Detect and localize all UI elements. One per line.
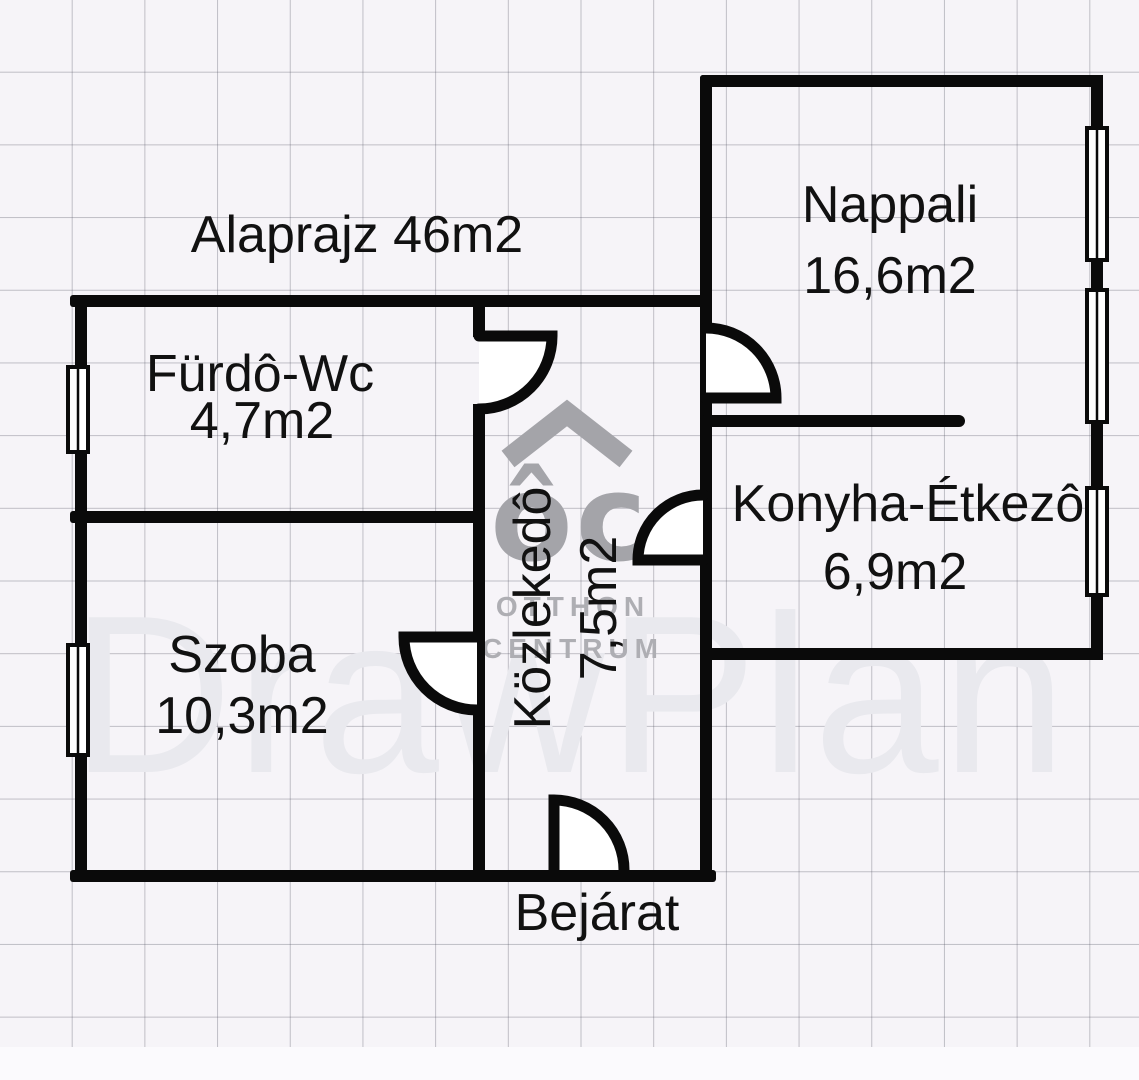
room-label-furdo: Fürdô-Wc — [146, 345, 374, 403]
window-nappali-upper — [1085, 126, 1109, 262]
logo-text-top: OTTHON — [496, 591, 650, 622]
wall-furdo-szoba — [70, 511, 485, 523]
drawplan-watermark: DrawPlan — [70, 568, 1069, 820]
door-bejarat — [548, 794, 630, 876]
door-furdo-swing-icon — [473, 330, 558, 415]
room-area-nappali: 16,6m2 — [803, 247, 976, 305]
doors — [398, 322, 782, 876]
room-area-konyha: 6,9m2 — [823, 543, 968, 601]
wall-right-seg-2 — [1091, 258, 1103, 292]
room-label-nappali: Nappali — [802, 176, 978, 234]
door-furdo-panel — [479, 336, 552, 409]
door-nappali-panel — [706, 328, 776, 398]
wall-corridor-left-upper — [473, 299, 485, 337]
entrance-label: Bejárat — [515, 884, 680, 942]
room-label-kozlekedo-group: Közlekedô 7,5m2 — [504, 487, 628, 730]
door-konyha-swing-icon — [632, 489, 709, 566]
door-konyha — [632, 489, 709, 566]
door-szoba — [398, 631, 483, 716]
windows — [66, 126, 1109, 757]
room-area-szoba: 10,3m2 — [155, 687, 328, 745]
room-label-szoba: Szoba — [168, 626, 316, 684]
door-bejarat-swing-icon — [548, 794, 630, 876]
page-title: Alaprajz 46m2 — [191, 206, 523, 264]
wall-right-seg-3 — [1091, 420, 1103, 490]
door-szoba-swing-icon — [398, 631, 483, 716]
window-nappali-lower — [1085, 288, 1109, 424]
logo-monogram: ôc — [490, 450, 650, 589]
door-konyha-panel — [638, 495, 703, 560]
watermark-layer: DrawPlan ôc OTTHON CENTRUM — [70, 399, 1069, 820]
wall-nappali-konyha — [700, 415, 965, 427]
wall-konyha-bottom — [700, 648, 1103, 660]
agency-logo-watermark: ôc OTTHON CENTRUM — [482, 399, 664, 664]
door-nappali-swing-icon — [700, 322, 782, 404]
door-furdo — [473, 330, 558, 415]
logo-text-bottom: CENTRUM — [482, 633, 664, 664]
window-furdo — [66, 365, 90, 454]
wall-top — [70, 295, 711, 307]
room-area-furdo: 4,7m2 — [190, 392, 335, 450]
labels: Alaprajz 46m2 Fürdô-Wc 4,7m2 Szoba 10,3m… — [146, 176, 1084, 942]
room-label-konyha: Konyha-Étkezô — [732, 475, 1085, 533]
wall-corridor-right — [700, 75, 712, 882]
wall-nappali-top — [700, 75, 1103, 87]
room-area-kozlekedo: 7,5m2 — [570, 536, 628, 681]
window-szoba — [66, 643, 90, 757]
wall-right-seg-1 — [1091, 75, 1103, 131]
door-szoba-panel — [404, 637, 477, 710]
door-nappali — [700, 322, 782, 404]
door-bejarat-panel — [554, 800, 624, 870]
logo-roof-icon — [501, 399, 633, 468]
room-label-kozlekedo: Közlekedô — [504, 487, 562, 730]
wall-right-seg-4 — [1091, 593, 1103, 660]
window-konyha — [1085, 486, 1109, 597]
